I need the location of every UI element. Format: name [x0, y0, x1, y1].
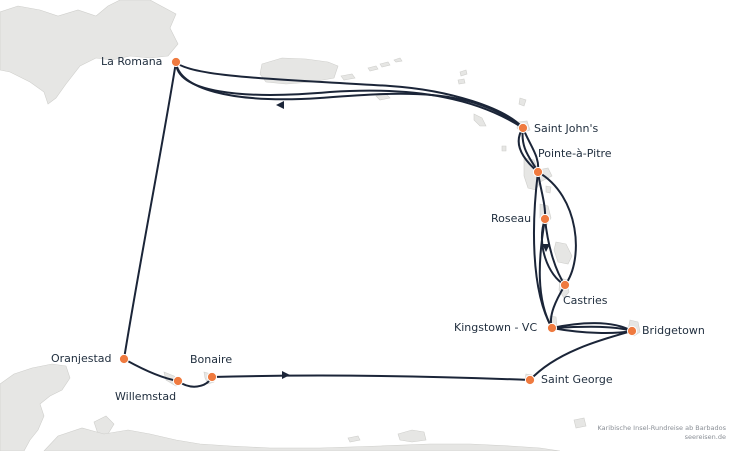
- landmass-virgin-island-b: [379, 61, 391, 68]
- credit-caption: Karibische Insel-Rundreise ab Barbados: [597, 424, 726, 432]
- port-label-pointe-a-pitre: Pointe-à-Pitre: [538, 147, 612, 160]
- port-marker-bonaire[interactable]: [206, 371, 218, 383]
- port-label-la-romana: La Romana: [101, 55, 163, 68]
- direction-arrow-west: [276, 101, 284, 109]
- route-la-romana-saint-johns-c: [175, 61, 524, 129]
- route-la-romana-saint-johns-b: [175, 61, 524, 129]
- route-pointe-a-pitre-castries: [537, 171, 577, 286]
- land-layer: [0, 0, 641, 451]
- port-label-oranjestad: Oranjestad: [51, 352, 112, 365]
- port-layer: [118, 56, 638, 387]
- route-roseau-kingstown: [538, 218, 553, 329]
- port-marker-pointe-a-pitre[interactable]: [532, 166, 544, 178]
- port-label-saint-george: Saint George: [541, 373, 613, 386]
- route-oranjestad-la-romana: [123, 61, 177, 360]
- map-credit: Karibische Insel-Rundreise ab Barbados s…: [597, 424, 726, 442]
- landmass-paraguana: [93, 415, 115, 435]
- port-label-castries: Castries: [563, 294, 608, 307]
- credit-source: seereisen.de: [684, 433, 726, 441]
- port-label-bonaire: Bonaire: [190, 353, 233, 366]
- port-marker-la-romana[interactable]: [170, 56, 182, 68]
- port-marker-willemstad[interactable]: [172, 375, 184, 387]
- landmass-barbuda: [518, 97, 527, 107]
- port-label-willemstad: Willemstad: [115, 390, 177, 403]
- direction-arrow-south: [542, 244, 550, 252]
- landmass-trinidad: [573, 417, 587, 429]
- route-bridgetown-saint-george: [529, 330, 633, 381]
- port-marker-kingstown[interactable]: [546, 322, 558, 334]
- landmass-venezuela-west: [0, 363, 71, 451]
- route-kingstown-bridgetown-c: [551, 325, 633, 332]
- port-marker-saint-johns[interactable]: [517, 122, 529, 134]
- port-marker-bridgetown[interactable]: [626, 325, 638, 337]
- port-label-bridgetown: Bridgetown: [642, 324, 705, 337]
- landmass-martinique: [553, 241, 573, 265]
- port-marker-roseau[interactable]: [539, 213, 551, 225]
- route-layer: [123, 61, 633, 388]
- port-label-kingstown: Kingstown - VC: [454, 321, 538, 334]
- route-saint-george-bonaire: [211, 374, 531, 381]
- landmass-islet-b: [347, 435, 361, 443]
- direction-arrow-east: [282, 371, 290, 379]
- landmass-marie-galante: [545, 185, 552, 194]
- landmass-vieques: [340, 73, 356, 81]
- port-label-saint-johns: Saint John's: [534, 122, 599, 135]
- landmass-montserrat: [501, 145, 507, 152]
- landmass-virgin-island-c: [393, 57, 403, 63]
- port-marker-castries[interactable]: [559, 279, 571, 291]
- landmass-margarita: [397, 429, 427, 443]
- landmass-virgin-island-a: [367, 65, 379, 72]
- landmass-hispaniola: [0, 0, 179, 105]
- port-label-roseau: Roseau: [491, 212, 532, 225]
- port-marker-saint-george[interactable]: [524, 374, 536, 386]
- landmass-st-kitts: [473, 113, 487, 127]
- arrow-layer: [276, 101, 550, 379]
- landmass-anguilla: [459, 69, 468, 77]
- port-marker-oranjestad[interactable]: [118, 353, 130, 365]
- landmass-venezuela-coast: [43, 427, 561, 451]
- route-la-romana-saint-johns-a: [175, 61, 524, 129]
- route-kingstown-bridgetown-a: [551, 322, 633, 332]
- landmass-st-martin: [457, 78, 466, 85]
